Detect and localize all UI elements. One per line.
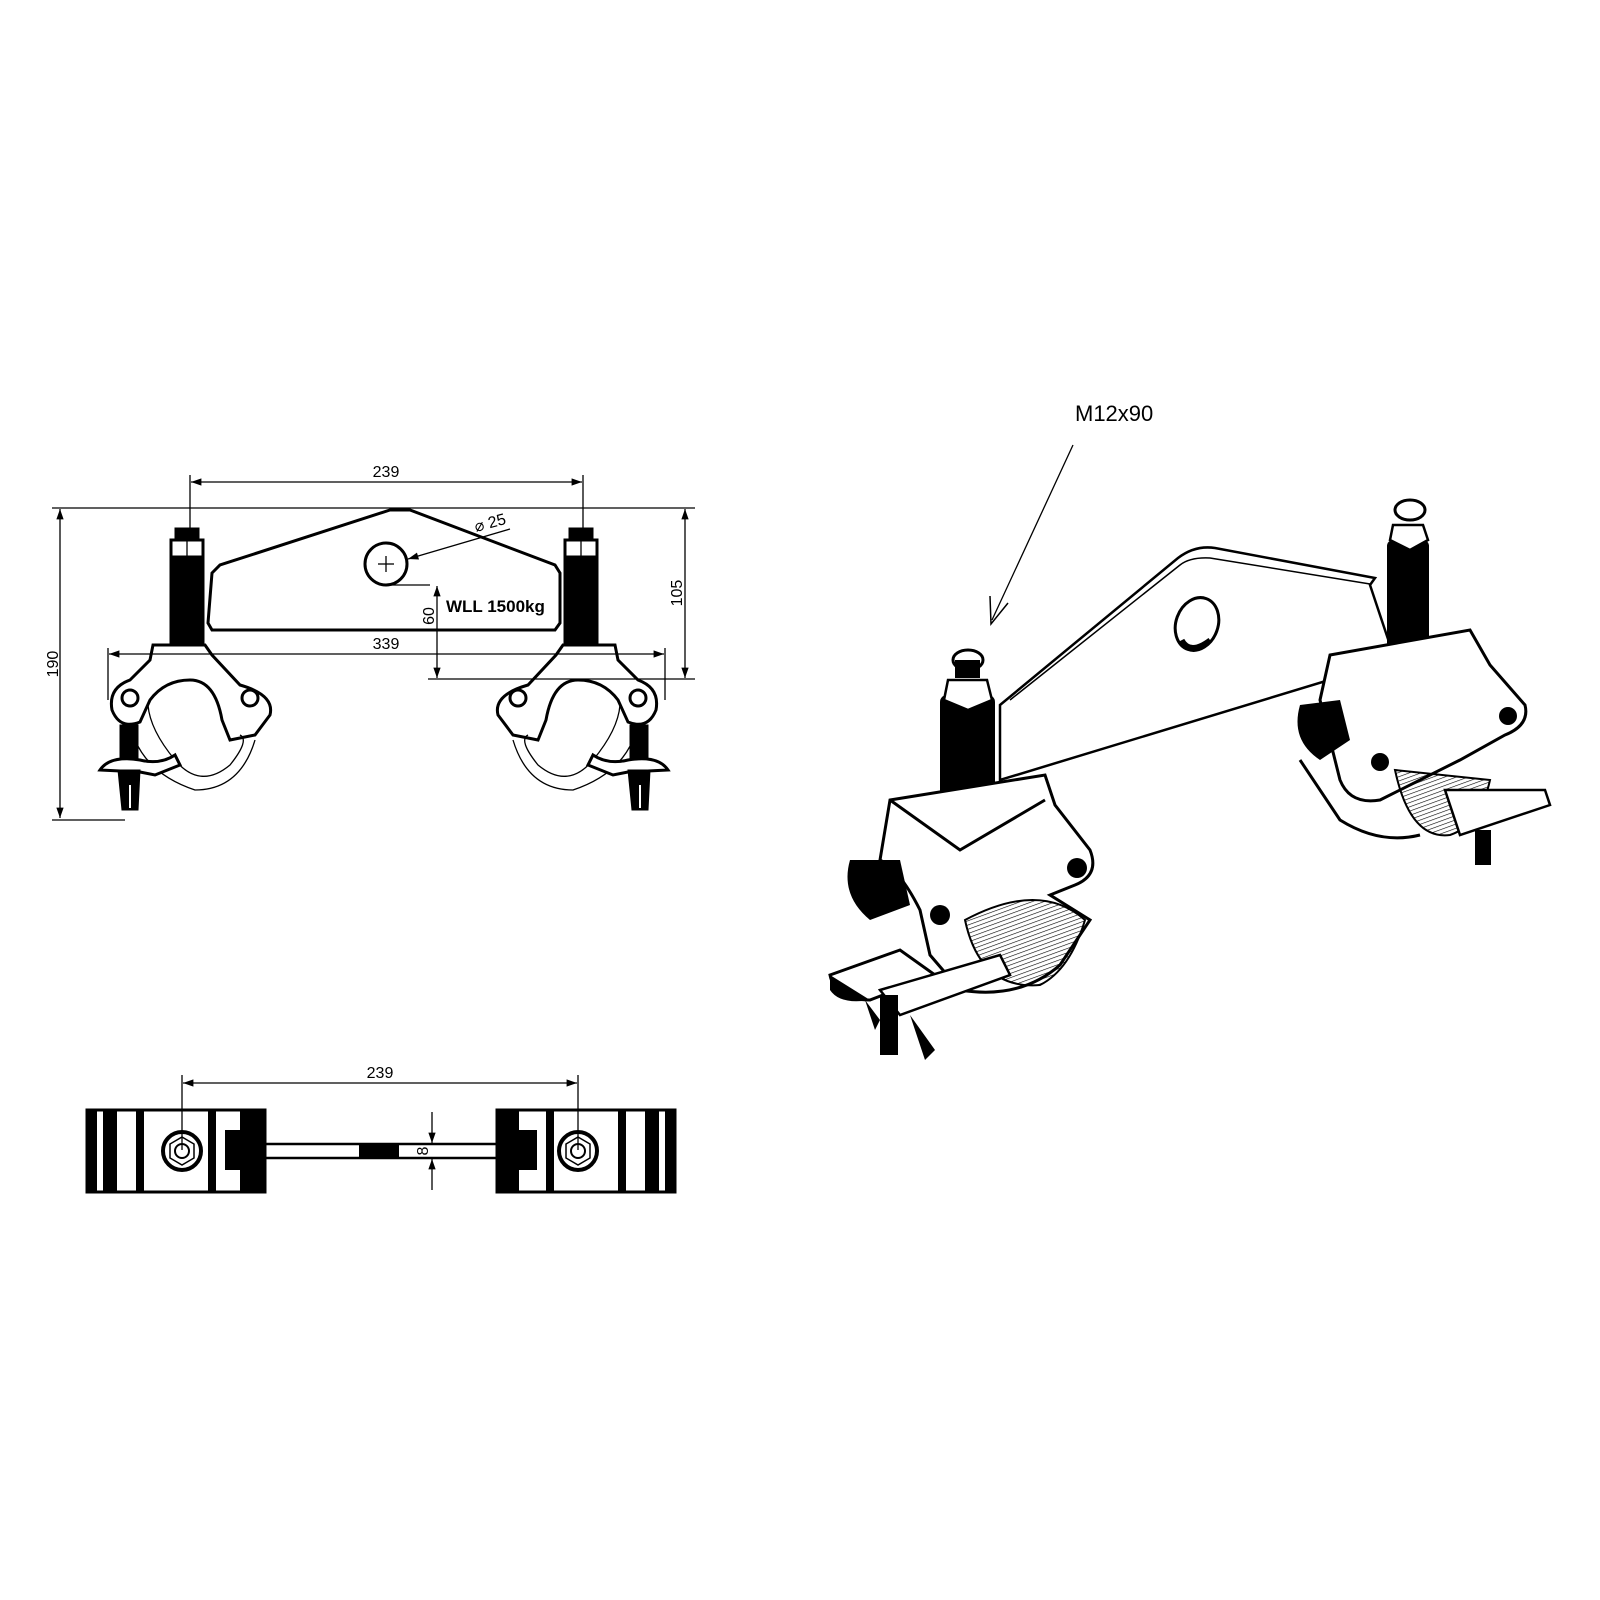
iso-hoist-hole (1173, 596, 1221, 652)
top-view: 239 8 (85, 1065, 677, 1194)
top-dim-bolt-spacing: 239 (367, 1065, 394, 1082)
dim-plate-thickness: 8 (415, 1146, 432, 1155)
left-bolt (169, 527, 205, 646)
dim-hole-height: 60 (421, 607, 438, 625)
load-rating: WLL 1500kg (446, 597, 545, 616)
iso-right-clamp (1297, 628, 1552, 865)
dim-overall-width: 339 (373, 636, 400, 653)
bolt-callout: M12x90 (1075, 401, 1153, 426)
dim-bolt-spacing: 239 (373, 464, 400, 481)
left-clamp-top (85, 1108, 267, 1194)
dimension-lines (52, 475, 695, 821)
iso-plate (998, 546, 1397, 782)
right-clamp (495, 643, 671, 811)
front-view: 239 339 ⌀ 25 WLL 1500kg 190 105 60 (45, 464, 695, 821)
right-bolt (563, 527, 599, 646)
left-clamp (97, 643, 273, 811)
dim-upper-height: 105 (669, 580, 686, 607)
iso-left-clamp (828, 773, 1095, 1060)
isometric-view: M12x90 (828, 401, 1552, 1060)
dim-overall-height: 190 (45, 651, 62, 678)
right-clamp-top (495, 1108, 677, 1194)
dim-hole-diameter: ⌀ 25 (473, 511, 508, 536)
